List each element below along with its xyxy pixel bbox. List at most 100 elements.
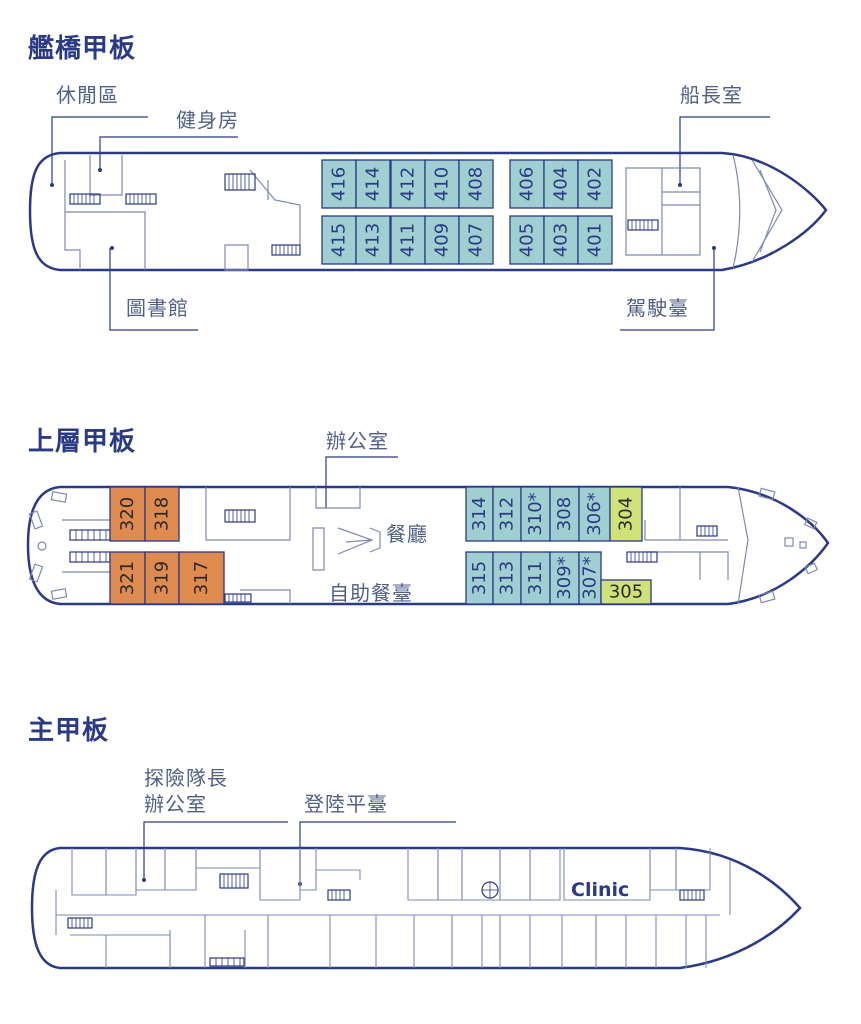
cabin-410[interactable]: 410 xyxy=(424,159,460,209)
cabin-number: 306* xyxy=(584,492,605,535)
cabin-409[interactable]: 409 xyxy=(424,215,460,265)
cabin-box xyxy=(355,159,391,209)
cabin-number: 319 xyxy=(152,561,173,595)
cabin-box xyxy=(543,215,579,265)
cabin-number: 401 xyxy=(585,223,606,257)
bridge-hull xyxy=(28,151,828,272)
cabin-411[interactable]: 411 xyxy=(390,215,426,265)
expedition-office-label-line2: 辦公室 xyxy=(144,792,207,816)
cabin-number: 406 xyxy=(517,167,538,201)
library-label: 圖書館 xyxy=(126,296,189,320)
cabin-number: 409 xyxy=(432,223,453,257)
cabin-box xyxy=(321,215,357,265)
cabin-number: 410 xyxy=(432,167,453,201)
cabin-box xyxy=(543,159,579,209)
cabin-number: 308 xyxy=(554,497,575,531)
cabin-box xyxy=(109,551,146,605)
cabin-box xyxy=(465,551,494,605)
cabin-number: 403 xyxy=(551,223,572,257)
cabin-402[interactable]: 402 xyxy=(577,159,613,209)
cabin-416[interactable]: 416 xyxy=(321,159,357,209)
cabin-number: 315 xyxy=(469,561,490,595)
cabin-406[interactable]: 406 xyxy=(509,159,545,209)
cabin-number: 404 xyxy=(551,167,572,201)
cabin-box xyxy=(577,159,613,209)
gym-label: 健身房 xyxy=(176,108,239,132)
cabin-number: 408 xyxy=(466,167,487,201)
cabin-box xyxy=(492,551,522,605)
cabin-box xyxy=(321,159,357,209)
cabin-415[interactable]: 415 xyxy=(321,215,357,265)
cabin-box xyxy=(609,486,643,542)
cabin-box xyxy=(178,551,225,605)
cabin-403[interactable]: 403 xyxy=(543,215,579,265)
cabin-309-star[interactable]: 309* xyxy=(549,551,580,605)
cabin-321[interactable]: 321 xyxy=(109,551,146,605)
cabin-305[interactable]: 305 xyxy=(600,579,652,605)
cabin-number: 415 xyxy=(329,223,350,257)
upper-hull xyxy=(26,485,830,606)
cabin-318[interactable]: 318 xyxy=(144,486,180,542)
cabin-box xyxy=(577,215,613,265)
office-label: 辦公室 xyxy=(326,429,389,453)
cabin-304[interactable]: 304 xyxy=(609,486,643,542)
cabin-box xyxy=(492,486,522,542)
cabin-number: 321 xyxy=(117,561,138,595)
cabin-number: 411 xyxy=(398,223,419,257)
cabin-number: 320 xyxy=(117,497,138,531)
cabin-box xyxy=(600,579,652,605)
cabin-box xyxy=(458,159,494,209)
cabin-308[interactable]: 308 xyxy=(549,486,580,542)
cabin-number: 312 xyxy=(497,497,518,531)
cabin-box xyxy=(390,159,426,209)
cabin-314[interactable]: 314 xyxy=(465,486,494,542)
cabin-number: 416 xyxy=(329,167,350,201)
cabin-408[interactable]: 408 xyxy=(458,159,494,209)
buffet-label: 自助餐臺 xyxy=(329,581,413,605)
lounge-label: 休閒區 xyxy=(56,83,119,107)
cabin-405[interactable]: 405 xyxy=(509,215,545,265)
cabin-317[interactable]: 317 xyxy=(178,551,225,605)
cabin-320[interactable]: 320 xyxy=(109,486,146,542)
cabin-box xyxy=(355,215,391,265)
clinic-label: Clinic xyxy=(571,879,630,901)
cabin-box xyxy=(144,486,180,542)
cabin-312[interactable]: 312 xyxy=(492,486,522,542)
cabin-313[interactable]: 313 xyxy=(492,551,522,605)
upper-deck-title: 上層甲板 xyxy=(28,427,137,457)
cabin-307-star[interactable]: 307* xyxy=(578,551,602,605)
cabin-box xyxy=(390,215,426,265)
cabin-number: 318 xyxy=(152,497,173,531)
main-deck-plan xyxy=(30,821,802,970)
cabin-number: 402 xyxy=(585,167,606,201)
cabin-box xyxy=(424,159,460,209)
cabin-number: 414 xyxy=(363,167,384,201)
cabin-407[interactable]: 407 xyxy=(458,215,494,265)
cabin-number: 407 xyxy=(466,223,487,257)
cabin-412[interactable]: 412 xyxy=(390,159,426,209)
cabin-414[interactable]: 414 xyxy=(355,159,391,209)
wheelhouse-label: 駕駛臺 xyxy=(626,296,689,320)
main-deck-title: 主甲板 xyxy=(28,716,110,746)
cabin-number: 304 xyxy=(616,497,637,531)
cabin-404[interactable]: 404 xyxy=(543,159,579,209)
cabin-box xyxy=(458,215,494,265)
cabin-box xyxy=(578,551,602,605)
cabin-box xyxy=(549,551,580,605)
captain-cabin-label: 船長室 xyxy=(680,83,743,107)
cabin-319[interactable]: 319 xyxy=(144,551,180,605)
cabin-306-star[interactable]: 306* xyxy=(578,486,611,542)
cabin-box xyxy=(520,551,551,605)
cabin-311[interactable]: 311 xyxy=(520,551,551,605)
expedition-office-label-line1: 探險隊長 xyxy=(144,766,228,790)
restaurant-label: 餐廳 xyxy=(386,522,428,546)
cabin-box xyxy=(424,215,460,265)
cabin-number: 313 xyxy=(497,561,518,595)
cabin-413[interactable]: 413 xyxy=(355,215,391,265)
cabin-310-star[interactable]: 310* xyxy=(520,486,551,542)
cabin-box xyxy=(465,486,494,542)
cabin-401[interactable]: 401 xyxy=(577,215,613,265)
cabin-315[interactable]: 315 xyxy=(465,551,494,605)
